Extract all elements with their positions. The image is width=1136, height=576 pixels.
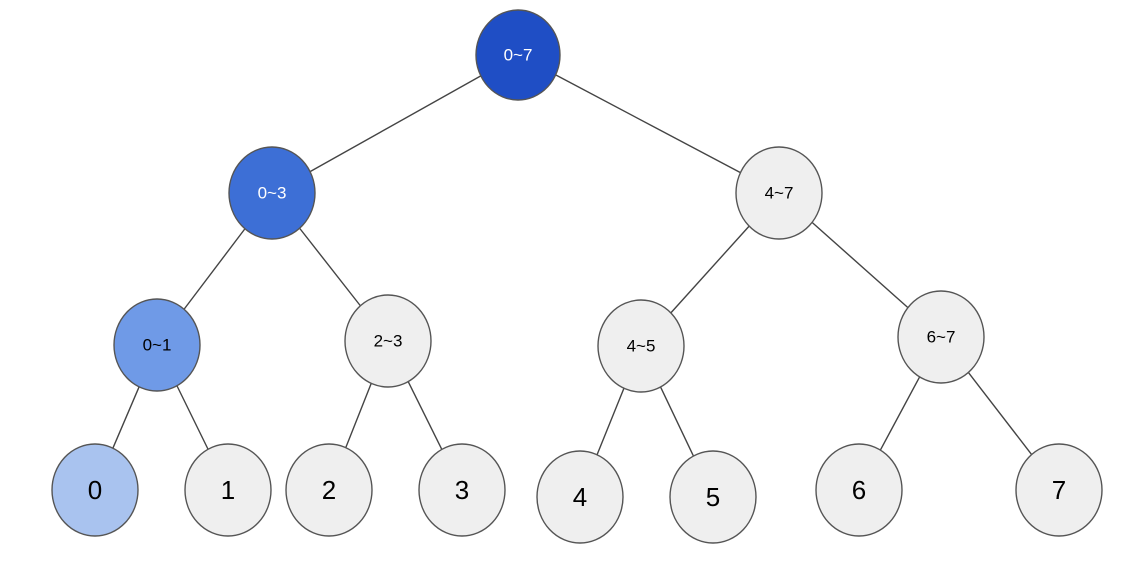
node-label: 4~7 <box>765 184 794 203</box>
edge-n6_7-n6 <box>879 376 921 451</box>
node-label: 0~1 <box>143 336 172 355</box>
node-circle <box>344 294 432 388</box>
edge-n6_7-n7 <box>967 372 1033 455</box>
tree-node-n1: 1 <box>184 443 272 537</box>
node-label: 1 <box>221 475 235 505</box>
node-label: 0 <box>88 475 102 505</box>
node-label: 3 <box>455 475 469 505</box>
node-label: 6 <box>852 475 866 505</box>
node-label: 6~7 <box>927 328 956 347</box>
tree-node-n0_7: 0~7 <box>475 9 561 101</box>
node-circle <box>1015 443 1103 537</box>
node-circle <box>897 290 985 384</box>
tree-node-n4: 4 <box>536 450 624 544</box>
node-label: 0~3 <box>258 184 287 203</box>
edge-n0_7-n0_3 <box>309 75 482 173</box>
tree-node-n3: 3 <box>418 443 506 537</box>
edge-n0_3-n0_1 <box>183 228 246 310</box>
node-label: 2~3 <box>374 332 403 351</box>
tree-node-n0_3: 0~3 <box>228 146 316 240</box>
node-circle <box>418 443 506 537</box>
node-circle <box>51 443 139 537</box>
edge-n2_3-n3 <box>407 381 443 450</box>
tree-node-n4_7: 4~7 <box>735 146 823 240</box>
node-circle <box>184 443 272 537</box>
tree-node-n2_3: 2~3 <box>344 294 432 388</box>
edge-n2_3-n2 <box>345 383 372 448</box>
edge-n0_1-n1 <box>176 385 209 450</box>
edge-n4_5-n4 <box>596 387 625 456</box>
tree-node-n0_1: 0~1 <box>113 298 201 392</box>
nodes-layer: 0~7 0~3 4~7 0~1 2~3 4~5 6~7 0 1 2 3 4 5 6 7 <box>51 9 1103 544</box>
node-circle <box>536 450 624 544</box>
node-circle <box>475 9 561 101</box>
node-label: 0~7 <box>504 46 533 65</box>
node-circle <box>113 298 201 392</box>
node-circle <box>597 299 685 393</box>
tree-node-n5: 5 <box>669 450 757 544</box>
node-label: 5 <box>706 482 720 512</box>
edge-n0_3-n2_3 <box>299 227 361 307</box>
node-label: 4~5 <box>627 337 656 356</box>
node-circle <box>669 450 757 544</box>
tree-node-n4_5: 4~5 <box>597 299 685 393</box>
node-label: 4 <box>573 482 587 512</box>
tree-node-n0: 0 <box>51 443 139 537</box>
node-circle <box>228 146 316 240</box>
edge-n4_7-n4_5 <box>670 225 750 314</box>
node-circle <box>285 443 373 537</box>
tree-node-n6: 6 <box>815 443 903 537</box>
edges-layer <box>112 74 1033 457</box>
tree-node-n2: 2 <box>285 443 373 537</box>
edge-n4_7-n6_7 <box>811 221 909 309</box>
tree-node-n6_7: 6~7 <box>897 290 985 384</box>
tree-node-n7: 7 <box>1015 443 1103 537</box>
edge-n0_7-n4_7 <box>555 74 741 174</box>
edge-n4_5-n5 <box>659 386 695 457</box>
node-label: 2 <box>322 475 336 505</box>
node-circle <box>735 146 823 240</box>
edge-n0_1-n0 <box>112 386 140 449</box>
node-circle <box>815 443 903 537</box>
node-label: 7 <box>1052 475 1066 505</box>
